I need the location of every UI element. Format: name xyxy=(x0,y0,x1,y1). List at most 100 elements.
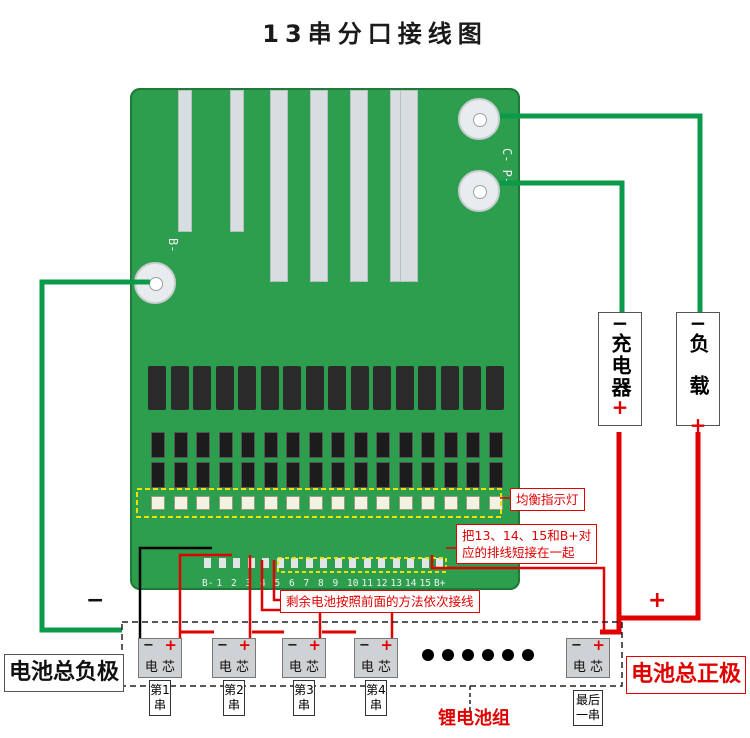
mosfet xyxy=(170,366,189,410)
total-negative-label: 电池总负极 xyxy=(4,654,124,692)
pad-label: 6 xyxy=(289,578,295,589)
balance-resistor xyxy=(196,462,210,488)
balance-resistor xyxy=(376,432,390,458)
copper-strip xyxy=(270,90,288,282)
cp-silk: C- P- xyxy=(500,148,514,185)
ellipsis-dot xyxy=(462,649,474,661)
series-label: 第3串 xyxy=(293,680,315,716)
balance-resistor xyxy=(263,462,278,488)
mosfet xyxy=(328,366,346,410)
p-minus-terminal-hole xyxy=(458,98,500,140)
copper-strip xyxy=(400,90,418,282)
pad-label: 7 xyxy=(303,578,310,589)
balance-resistor xyxy=(443,432,458,458)
cell-positive: + xyxy=(380,636,393,654)
battery-cell: −+电 芯 xyxy=(212,636,256,678)
solder-pad xyxy=(436,558,443,568)
sense-wire-1 xyxy=(178,553,232,640)
balance-resistor xyxy=(308,432,323,458)
pad-label: 9 xyxy=(332,578,339,589)
balance-resistor xyxy=(241,462,255,488)
balance-led xyxy=(241,496,255,510)
balance-resistor xyxy=(331,432,345,458)
battery-cell: −+电 芯 xyxy=(282,636,326,678)
balance-resistor xyxy=(353,462,368,488)
load-plus-red-wire xyxy=(619,432,701,621)
balance-resistor xyxy=(488,462,503,488)
mosfet xyxy=(283,366,301,410)
charger-minus: − xyxy=(611,311,629,335)
cell-negative: − xyxy=(143,638,154,653)
balance-resistor xyxy=(263,432,278,458)
ellipsis-dot xyxy=(482,649,494,661)
mosfet xyxy=(440,366,459,410)
p-minus-green-wire xyxy=(500,113,703,312)
cell-negative: − xyxy=(571,638,582,653)
cell-label: 电 芯 xyxy=(288,660,320,675)
copper-strip xyxy=(230,90,244,232)
balance-led-outline xyxy=(136,488,502,518)
cell-negative: − xyxy=(287,638,298,653)
solder-pad xyxy=(276,558,284,568)
charger-plus-red-wire xyxy=(600,432,622,635)
balance-resistor xyxy=(241,432,255,458)
balance-resistor xyxy=(173,432,188,458)
series-label: 第2串 xyxy=(223,680,245,716)
sense-wire-bminus xyxy=(138,546,212,640)
mosfet xyxy=(350,366,369,410)
sense-wire-bplus xyxy=(430,555,606,632)
balance-resistor xyxy=(376,462,390,488)
solder-pad xyxy=(407,558,414,568)
solder-pad xyxy=(363,558,371,568)
balance-resistor xyxy=(218,432,233,458)
balance-led xyxy=(173,496,188,510)
balance-led xyxy=(421,496,435,510)
balance-resistor xyxy=(331,462,345,488)
battery-pack-label: 锂电池组 xyxy=(438,708,510,729)
charger-label: 充电器 xyxy=(608,333,632,399)
mosfet xyxy=(238,366,256,410)
solder-pad xyxy=(204,558,211,568)
short-pads-note: 把13、14、15和B+对 应的排线短接在一起 xyxy=(456,524,598,564)
pad-label: 5 xyxy=(274,578,281,589)
balance-resistor xyxy=(466,462,480,488)
negative-sign: − xyxy=(86,588,105,613)
balance-resistor xyxy=(466,432,480,458)
balance-led xyxy=(376,496,390,510)
balance-resistor xyxy=(173,462,188,488)
solder-pad xyxy=(320,558,327,568)
balance-led xyxy=(331,496,345,510)
mosfet xyxy=(305,366,324,410)
b-minus-silk: B- xyxy=(166,238,180,253)
balance-resistor xyxy=(421,462,435,488)
battery-cell: −+电 芯 xyxy=(354,636,398,678)
c-minus-terminal-hole xyxy=(458,170,500,212)
balance-led xyxy=(263,496,278,510)
balance-resistor xyxy=(218,462,233,488)
mosfet xyxy=(373,366,391,410)
solder-pad xyxy=(233,558,240,568)
mosfet xyxy=(485,366,504,410)
solder-pad xyxy=(421,558,429,568)
copper-strip xyxy=(310,90,328,282)
solder-pad xyxy=(305,558,313,568)
series-label: 第4串 xyxy=(365,680,387,716)
balance-resistor xyxy=(151,432,165,458)
mosfet xyxy=(260,366,279,410)
series-label: 最后一串 xyxy=(573,690,603,726)
remaining-cells-note: 剩余电池按照前面的方法依次接线 xyxy=(280,590,480,613)
total-positive-label: 电池总正极 xyxy=(626,656,746,694)
solder-pad xyxy=(218,558,226,568)
mosfet xyxy=(193,366,211,410)
load-label: 负载 xyxy=(686,333,710,417)
copper-strip xyxy=(178,90,192,232)
page-title: 13串分口接线图 xyxy=(262,20,488,48)
pad-label: 12 xyxy=(376,578,388,589)
pad-label: B- xyxy=(202,578,214,589)
cell-label: 电 芯 xyxy=(218,660,250,675)
balance-led xyxy=(218,496,233,510)
b-minus-green-wire xyxy=(39,279,150,633)
balance-led xyxy=(443,496,458,510)
pad-label: 11 xyxy=(361,578,373,589)
mosfet xyxy=(215,366,234,410)
